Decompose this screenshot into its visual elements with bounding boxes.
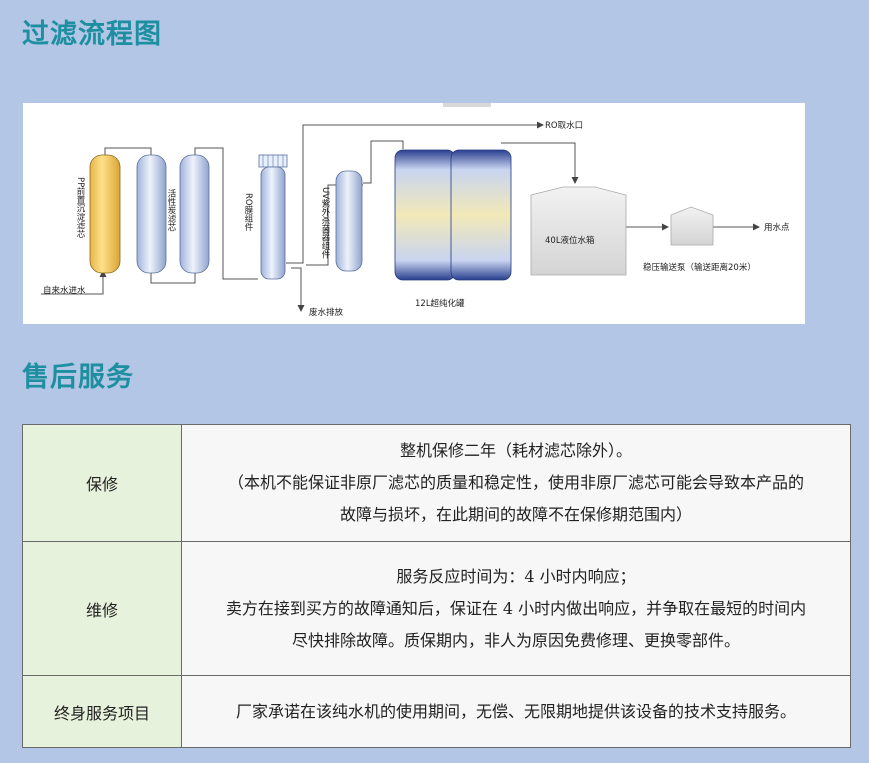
pipe-carbon1-carbon2 [150, 271, 196, 284]
row-head-warranty: 保修 [22, 424, 182, 542]
pipe-tank-40l [501, 142, 579, 184]
filtration-flow-diagram: PP前置沉淀滤芯 活性炭滤芯 RO膜组件 UV紫外杀菌器组件 [23, 103, 805, 324]
top-tab [443, 103, 491, 107]
pipe-uv-tank [363, 140, 404, 184]
repair-line-2: 卖方在接到买方的故障通知后，保证在 4 小时内做出响应，并争取在最短的时间内 [225, 598, 807, 618]
carbon-cartridge-1 [136, 154, 167, 274]
waste-label: 废水排放 [309, 307, 344, 318]
warranty-line-3: 故障与损坏，在此期间的故障不在保修期范围内） [339, 505, 692, 524]
water-in-pipe [41, 270, 107, 295]
pipe-ro-outlet [286, 121, 544, 264]
tank-40l: 40L液位水箱 [530, 186, 627, 276]
warranty-line-1: 整机保修二年（耗材滤芯除外）。 [399, 441, 632, 460]
pipe-carbon2-ro [194, 147, 258, 280]
pp-cartridge-label: PP前置沉淀滤芯 [75, 177, 85, 238]
carbon-cartridge-2: 活性炭滤芯 [166, 154, 210, 274]
tank-12l: 12L超纯化罐 [394, 149, 512, 309]
table-row: 保修 整机保修二年（耗材滤芯除外）。 （本机不能保证非原厂滤芯的质量和稳定性，使… [22, 424, 851, 542]
warranty-line-2: （本机不能保证非原厂滤芯的质量和稳定性，使用非原厂滤芯可能会导致本产品的 [227, 473, 804, 492]
ro-membrane-label: RO膜组件 [243, 193, 253, 232]
row-body-lifetime: 厂家承诺在该纯水机的使用期间，无偿、无限期地提供该设备的技术支持服务。 [181, 675, 851, 748]
tank-40l-label: 40L液位水箱 [545, 235, 595, 246]
table-row: 维修 服务反应时间为：4 小时内响应； 卖方在接到买方的故障通知后，保证在 4 … [22, 541, 851, 676]
service-title: 售后服务 [22, 362, 134, 393]
uv-sterilizer-label: UV紫外杀菌器组件 [320, 187, 330, 260]
tank-12l-label: 12L超纯化罐 [415, 298, 465, 309]
water-in-label: 自来水进水 [43, 285, 86, 296]
repair-line-1: 服务反应时间为：4 小时内响应； [396, 566, 636, 586]
row-head-repair: 维修 [22, 541, 182, 676]
pipe-waste [291, 267, 305, 312]
row-body-repair: 服务反应时间为：4 小时内响应； 卖方在接到买方的故障通知后，保证在 4 小时内… [181, 541, 851, 676]
ro-membrane: RO膜组件 [243, 154, 288, 280]
table-row: 终身服务项目 厂家承诺在该纯水机的使用期间，无偿、无限期地提供该设备的技术支持服… [22, 675, 851, 748]
pipe-lines [41, 121, 760, 312]
pipe-pp-carbon1 [104, 147, 152, 157]
carbon-cartridge-label: 活性炭滤芯 [166, 188, 176, 231]
ro-outlet-label: RO取水口 [545, 120, 583, 131]
use-point-label: 用水点 [764, 222, 790, 233]
pump-label: 稳压输送泵（输送距离20米） [643, 262, 756, 273]
uv-sterilizer: UV紫外杀菌器组件 [320, 170, 363, 272]
repair-line-3: 尽快排除故障。质保期内，非人为原因免费修理、更换零部件。 [291, 630, 740, 650]
pump: 稳压输送泵（输送距离20米） [643, 206, 756, 273]
service-table: 保修 整机保修二年（耗材滤芯除外）。 （本机不能保证非原厂滤芯的质量和稳定性，使… [22, 424, 851, 748]
row-head-lifetime: 终身服务项目 [22, 675, 182, 748]
row-body-warranty: 整机保修二年（耗材滤芯除外）。 （本机不能保证非原厂滤芯的质量和稳定性，使用非原… [181, 424, 851, 542]
pp-cartridge: PP前置沉淀滤芯 [75, 154, 121, 274]
lifetime-line-1: 厂家承诺在该纯水机的使用期间，无偿、无限期地提供该设备的技术支持服务。 [235, 701, 796, 721]
flow-diagram-svg: PP前置沉淀滤芯 活性炭滤芯 RO膜组件 UV紫外杀菌器组件 [41, 103, 790, 318]
process-title: 过滤流程图 [22, 19, 162, 50]
